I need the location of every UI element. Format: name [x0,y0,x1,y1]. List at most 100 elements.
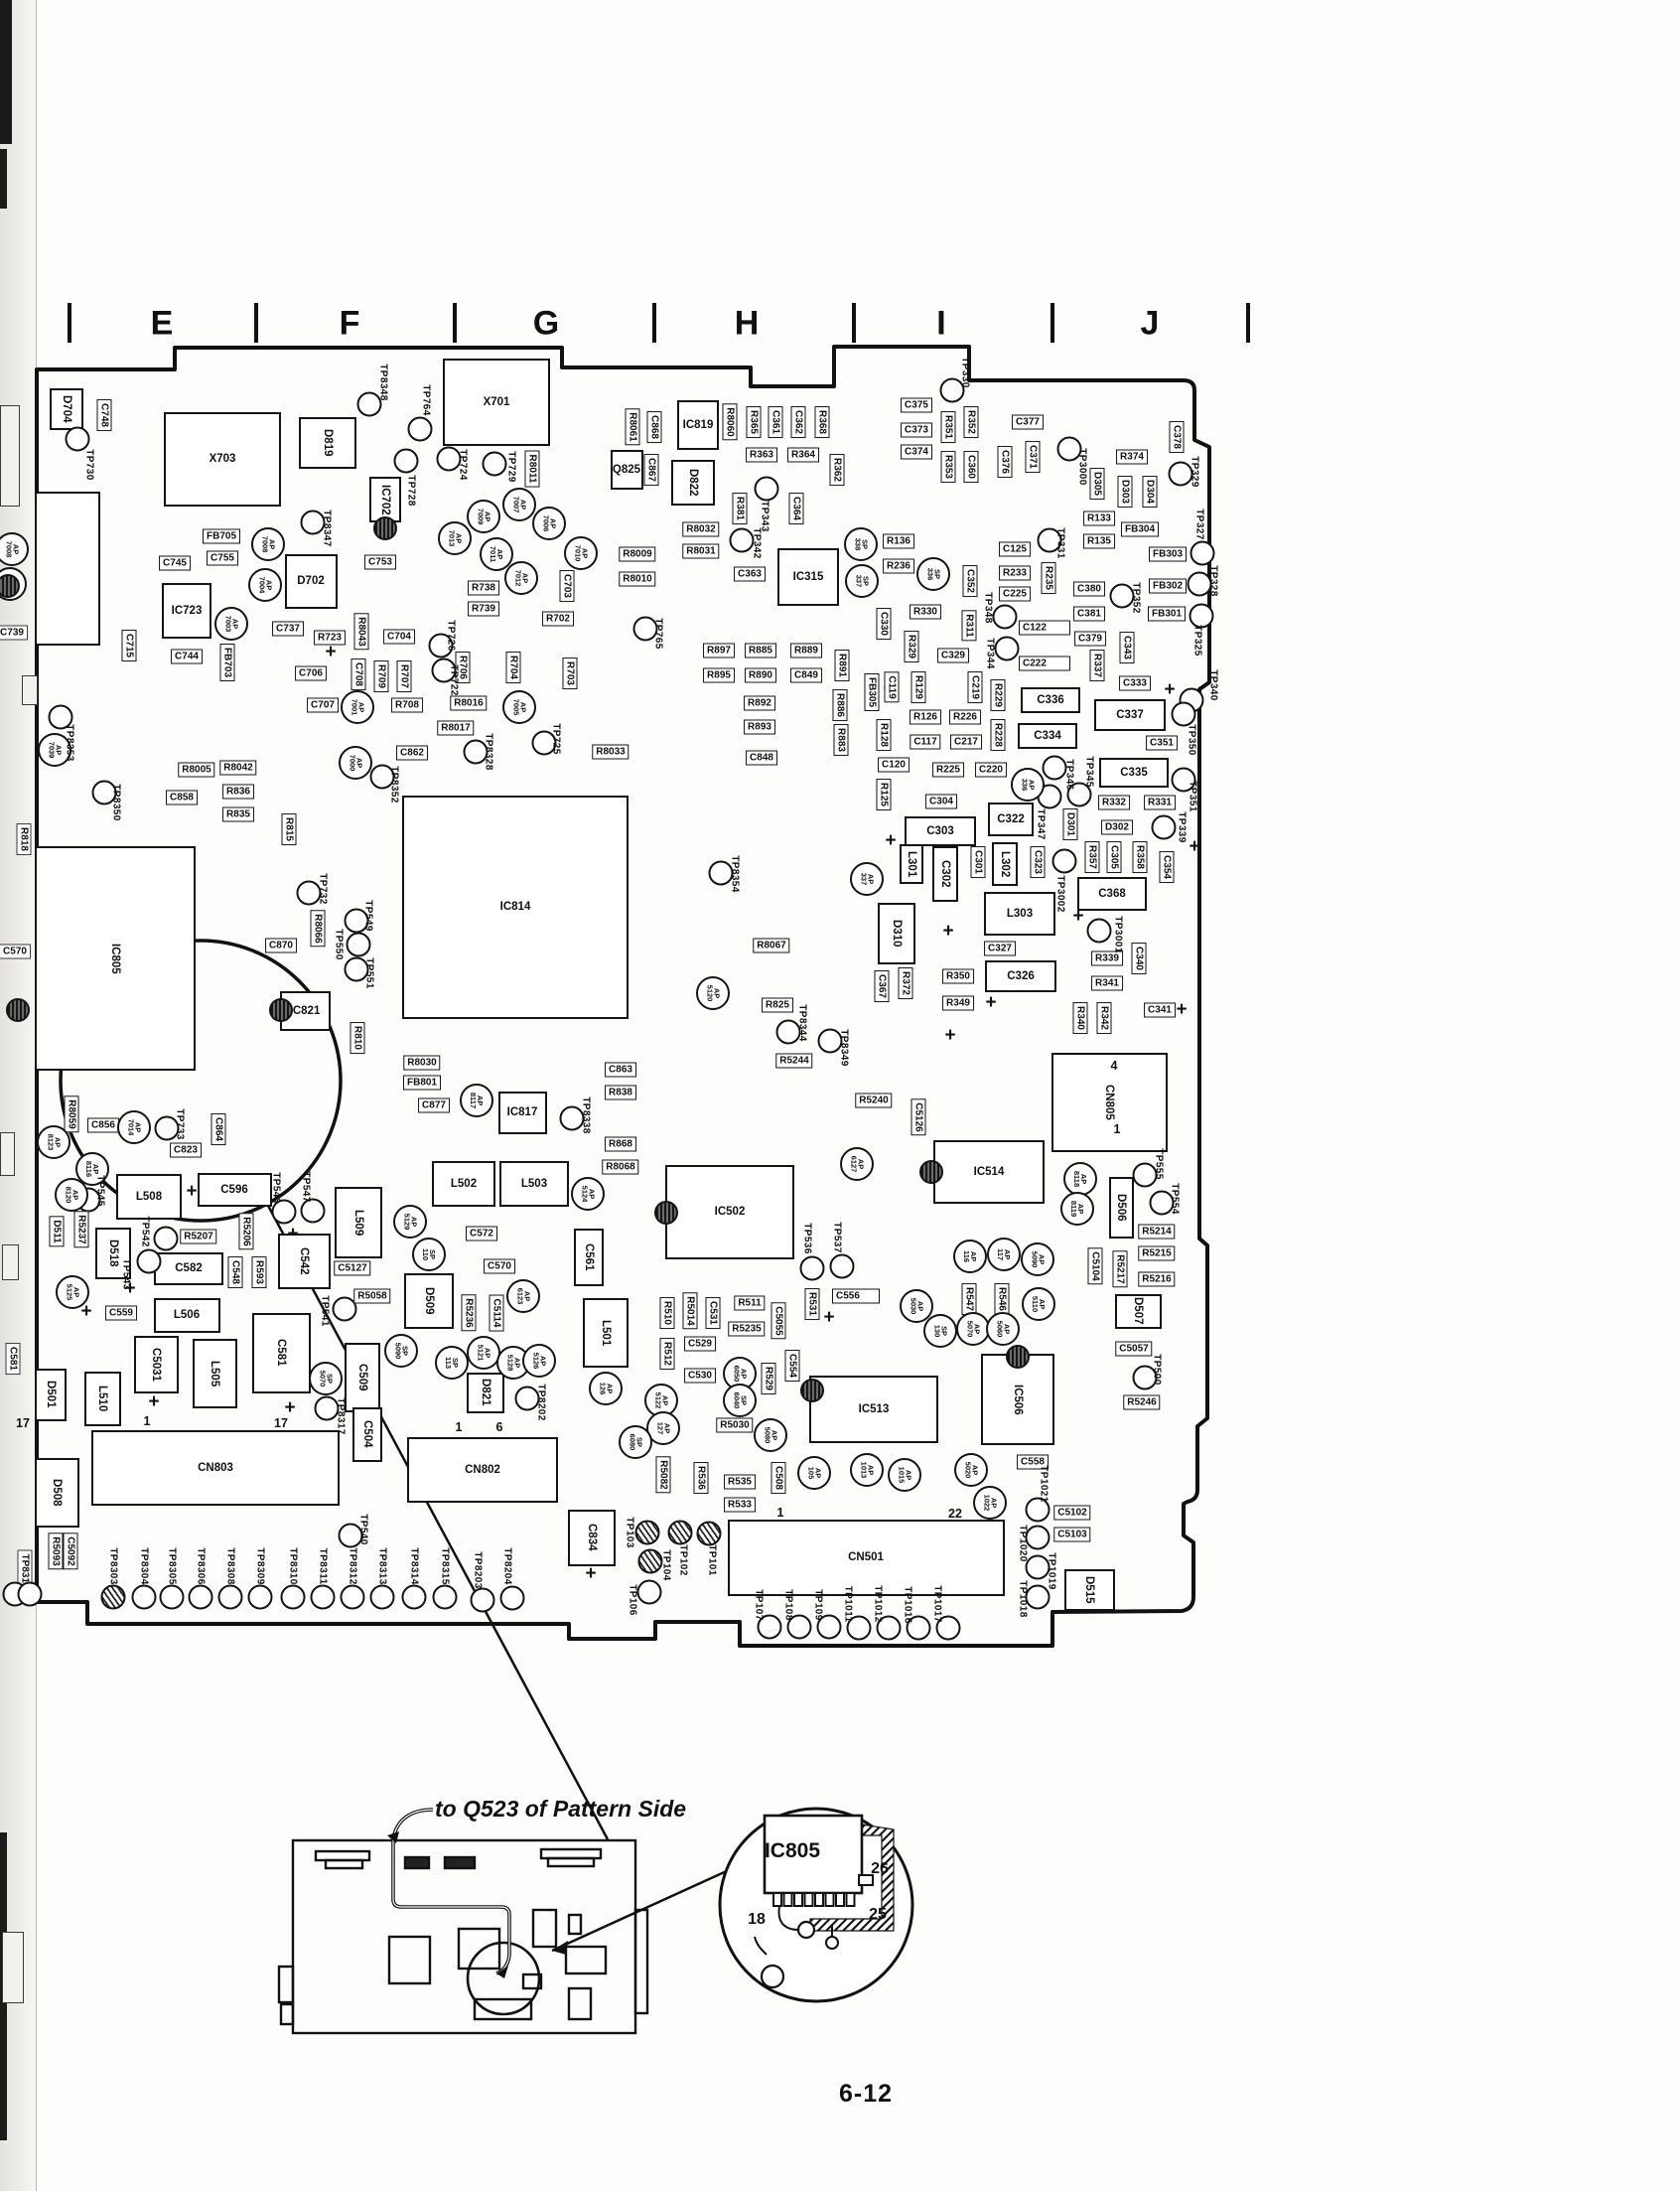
ref-label-R868: R868 [605,1136,636,1152]
testpoint-TP3002 [1051,848,1077,874]
testpoint-TP1018 [1025,1584,1050,1610]
testpoint-label-TP3001: TP3001 [1112,916,1124,953]
ref-label-C222: C222 [1019,656,1070,671]
ref-label-C704: C704 [383,629,415,645]
ref-label-C120: C120 [878,757,910,773]
testpoint-label-TP1019: TP1019 [1046,1552,1057,1590]
ref-label-R8061: R8061 [625,408,640,446]
testpoint-label-TP102: TP102 [677,1544,689,1576]
testpoint-label-TP3002: TP3002 [1054,875,1066,913]
testpoint-TP342 [729,527,755,553]
ref-label-C744: C744 [171,649,203,664]
ref-label-C5127: C5127 [334,1260,371,1276]
part-IC513: IC513 [809,1376,938,1443]
ref-label-R703: R703 [562,657,578,689]
ref-label-R8043: R8043 [353,613,369,651]
testpoint-TP8313 [369,1584,395,1610]
polarity-plus: + [1176,999,1188,1020]
testpoint-label-TP101: TP101 [706,1544,718,1576]
ref-label-R5082: R5082 [655,1456,671,1494]
testpoint-label-TP8309: TP8309 [254,1547,266,1585]
ref-label-R535: R535 [724,1474,756,1490]
testpoint-TP543 [136,1248,162,1274]
testpoint-TP345 [1066,782,1092,807]
ref-label-R706: R706 [455,652,471,683]
part-L302: L302 [992,842,1018,886]
testpoint-TP725 [531,730,557,756]
ref-label-C220: C220 [975,762,1007,778]
detail-leader-arrow [552,1941,568,1955]
testpoint-TP536 [799,1255,825,1281]
testpoint-TP343 [754,476,779,502]
testpoint-label-TP541: TP541 [319,1295,331,1327]
testpoint-label-TP555: TP555 [1153,1148,1165,1180]
ref-label-C327: C327 [984,941,1016,956]
part-C322: C322 [988,803,1034,836]
testpoint-label-TP549: TP549 [362,900,374,932]
ref-label-R374: R374 [1116,449,1148,465]
testpoint-label-TP764: TP764 [420,384,432,416]
ref-label-FB304: FB304 [1120,521,1160,537]
testpoint-label-TP8204: TP8204 [501,1547,513,1585]
polarity-plus: + [823,1307,835,1328]
ref-label-C529: C529 [684,1336,716,1352]
part-D508: D508 [34,1458,79,1528]
part-IC817: IC817 [497,1091,547,1134]
ref-label-C745: C745 [159,555,191,571]
part-D518: D518 [95,1228,131,1279]
ref-label-R126: R126 [910,709,941,725]
ref-label-R365: R365 [746,406,762,438]
testpoint-label-TP1017: TP1017 [931,1585,943,1623]
ref-label-R5244: R5244 [775,1053,813,1069]
ref-label-C301: C301 [970,846,986,878]
ref-label-R529: R529 [761,1363,776,1394]
ref-label-R738: R738 [468,580,499,596]
ref-label-R129: R129 [910,671,926,703]
ref-label-R8017: R8017 [437,720,475,736]
part-C542: C542 [277,1234,331,1289]
testpoint-TP764 [407,416,433,442]
testpoint-TP537 [829,1253,855,1279]
testpoint-TP729 [482,451,507,477]
ref-label-R835: R835 [222,806,254,822]
callout-leader-inner [392,1809,510,1974]
testpoint-label-TP8308: TP8308 [224,1547,236,1585]
callout-leader-curve [391,1808,511,1975]
ref-label-C708: C708 [350,658,366,690]
testpoint-label-TP8338: TP8338 [580,1096,592,1134]
testpoint-label-TP542: TP542 [139,1216,151,1247]
ref-label-C380: C380 [1073,581,1105,597]
scan-edge-mark [0,149,7,209]
ref-label-C849: C849 [790,667,822,683]
grid-column-letter-J: J [1140,304,1160,343]
testpoint-TP330 [939,377,965,403]
grid-tick [254,303,258,343]
testpoint-label-TP540: TP540 [357,1514,369,1545]
testpoint-TP1020 [1025,1525,1050,1550]
polarity-plus: + [325,642,337,662]
ref-label-R339: R339 [1091,950,1123,966]
testpoint-TP328 [1187,571,1212,597]
testpoint-label-TP732: TP732 [317,873,329,905]
part-D819: D819 [299,417,356,469]
